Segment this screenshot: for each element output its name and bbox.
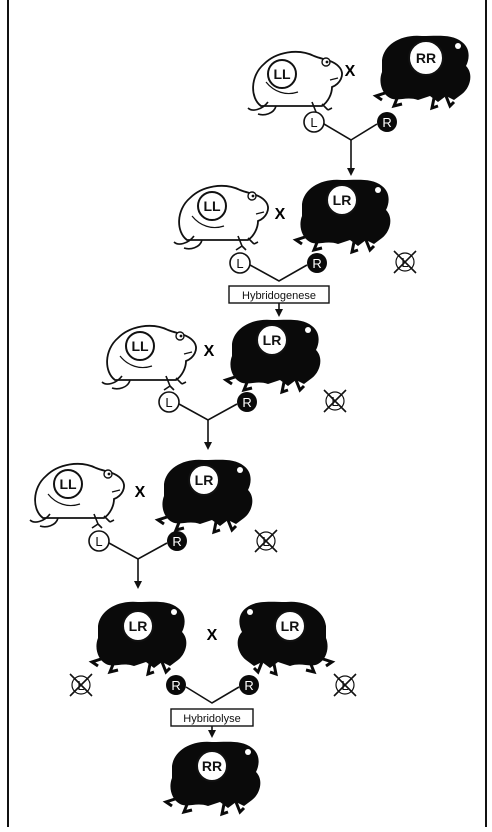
parent-frog-ll-gen1: LL	[247, 50, 343, 117]
offspring-frog-rr-result: RR	[164, 740, 262, 816]
parent-frog-ll-gen4: LL	[29, 462, 125, 529]
genotype-label: LL	[203, 198, 221, 214]
genotype-label: LR	[129, 618, 148, 634]
cross-symbol: X	[204, 343, 215, 360]
genotype-label: LR	[263, 332, 282, 348]
svg-text:L: L	[331, 394, 338, 409]
genotype-circle	[408, 40, 444, 76]
parent-frog-rr-gen1: RR	[374, 34, 472, 110]
eliminated-l-genome-right-gen5: L	[333, 673, 357, 697]
svg-text:R: R	[172, 534, 181, 549]
genotype-circle	[326, 184, 358, 216]
cross-symbol: X	[207, 627, 218, 644]
genotype-circle	[256, 324, 288, 356]
svg-text:R: R	[244, 678, 253, 693]
gamete-r-gen3: R	[237, 392, 257, 412]
offspring-frog-lr-gen4: LR	[156, 458, 254, 534]
genotype-label: RR	[202, 758, 222, 774]
gamete-r-left-gen5: R	[166, 675, 186, 695]
svg-text:L: L	[236, 256, 243, 271]
genotype-label: LL	[273, 66, 291, 82]
eliminated-l-genome-left-gen5: L	[69, 673, 93, 697]
svg-text:L: L	[401, 255, 408, 270]
arrow-head	[204, 442, 212, 450]
process-hybridogenese: Hybridogenese	[228, 285, 330, 304]
svg-text:L: L	[262, 534, 269, 549]
svg-text:Hybridogenese: Hybridogenese	[242, 290, 316, 302]
svg-text:R: R	[312, 256, 321, 271]
gamete-r-right-gen5: R	[239, 675, 259, 695]
offspring-frog-lr-gen3: LR	[224, 318, 322, 394]
gamete-l-gen3: L	[158, 391, 180, 413]
svg-text:Hybridolyse: Hybridolyse	[183, 713, 240, 725]
genotype-label: LL	[59, 476, 77, 492]
eliminated-l-genome-gen2: L	[393, 250, 417, 274]
genotype-circle	[267, 59, 297, 89]
svg-text:R: R	[242, 395, 251, 410]
fusion-line	[185, 686, 240, 704]
gamete-r-gen4: R	[167, 531, 187, 551]
cross-symbol: X	[275, 206, 286, 223]
genotype-circle	[188, 464, 220, 496]
fusion-line	[178, 403, 238, 421]
eliminated-l-genome-gen3: L	[323, 389, 347, 413]
genotype-circle	[125, 331, 155, 361]
genotype-circle	[122, 610, 154, 642]
svg-text:L: L	[165, 395, 172, 410]
fusion-line	[249, 264, 308, 282]
arrow-head	[208, 730, 216, 738]
svg-text:L: L	[77, 678, 84, 693]
genotype-label: RR	[416, 50, 436, 66]
genotype-circle	[274, 610, 306, 642]
fusion-line	[108, 542, 168, 560]
svg-text:L: L	[95, 534, 102, 549]
eliminated-l-genome-gen4: L	[254, 529, 278, 553]
svg-text:R: R	[171, 678, 180, 693]
genotype-label: LL	[131, 338, 149, 354]
cross-symbol: X	[345, 63, 356, 80]
svg-text:R: R	[382, 115, 391, 130]
gamete-l-gen4: L	[88, 530, 110, 552]
arrow-head	[134, 581, 142, 589]
arrow-head	[347, 168, 355, 176]
genotype-label: LR	[281, 618, 300, 634]
svg-text:L: L	[341, 678, 348, 693]
genotype-label: LR	[333, 192, 352, 208]
genotype-circle	[197, 191, 227, 221]
svg-text:L: L	[310, 115, 317, 130]
offspring-frog-lr-left-gen5: LR	[90, 600, 188, 676]
process-hybridolyse: Hybridolyse	[170, 708, 254, 727]
offspring-frog-lr-right-gen5: LR	[238, 602, 332, 674]
parent-frog-ll-gen3: LL	[101, 324, 197, 391]
fusion-line	[323, 123, 378, 141]
gamete-r-gen2: R	[307, 253, 327, 273]
gamete-l-gen1: L	[303, 111, 325, 133]
arrow-head	[275, 309, 283, 317]
cross-symbol: X	[135, 484, 146, 501]
offspring-frog-lr-gen2: LR	[294, 178, 392, 254]
gamete-r-gen1: R	[377, 112, 397, 132]
parent-frog-ll-gen2: LL	[173, 184, 269, 251]
genotype-circle	[196, 750, 228, 782]
genotype-label: LR	[195, 472, 214, 488]
gamete-l-gen2: L	[229, 252, 251, 274]
genotype-circle	[53, 469, 83, 499]
